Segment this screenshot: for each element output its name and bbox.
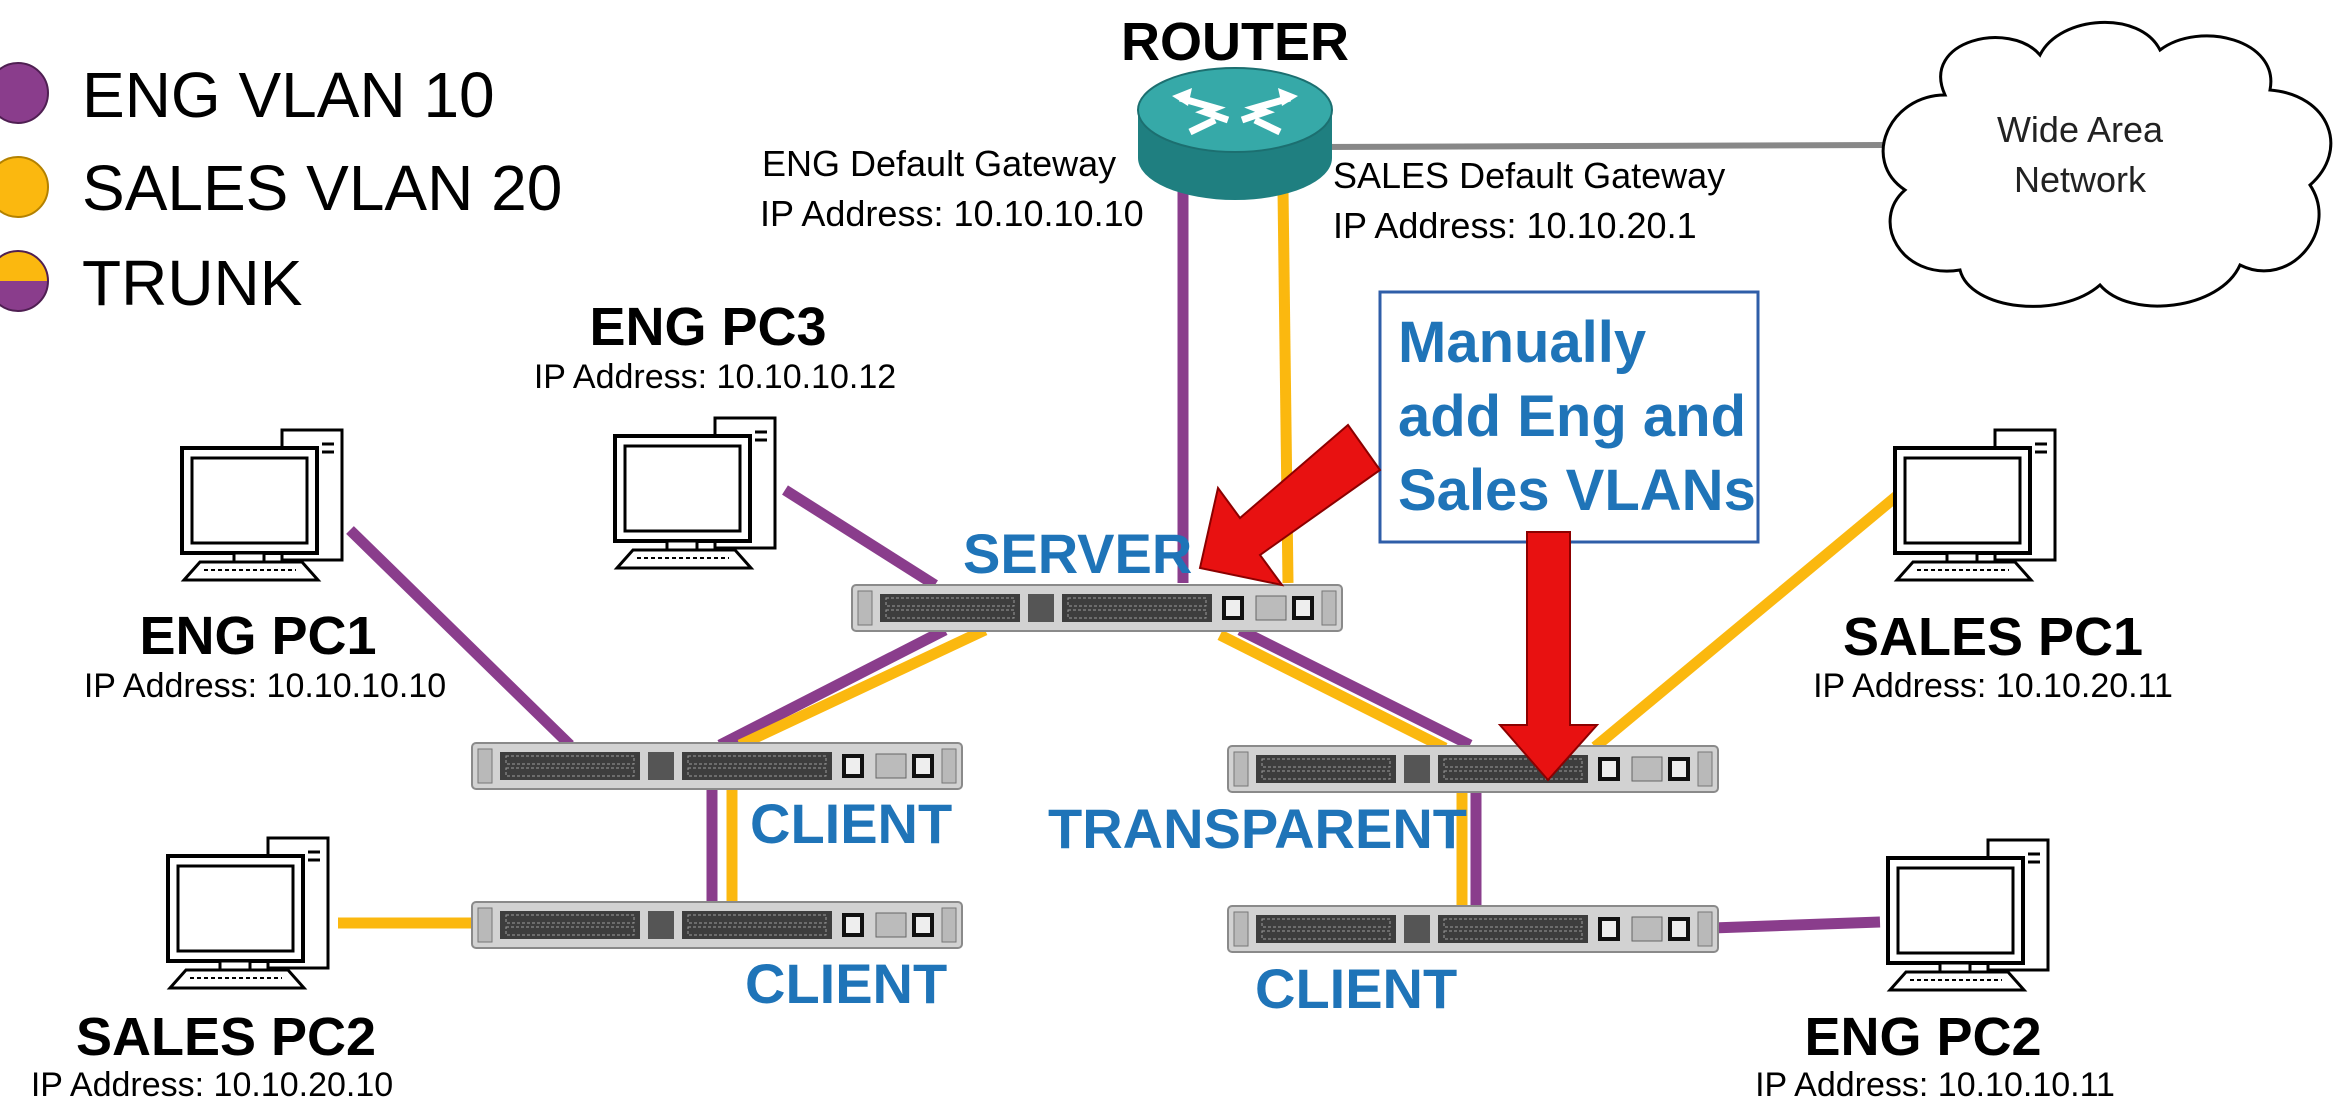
sales-gateway-label: SALES Default Gateway — [1333, 155, 1725, 196]
router-icon — [1137, 67, 1333, 200]
sales-pc1-icon — [1893, 428, 2057, 582]
sales-pc1-name: SALES PC1 — [1843, 607, 2143, 667]
sales-gateway-ip: IP Address: 10.10.20.1 — [1333, 205, 1697, 246]
client-left-bottom-switch-icon — [471, 901, 963, 949]
legend-trunk-label: TRUNK — [82, 247, 302, 319]
role-client-right: CLIENT — [1255, 957, 1457, 1020]
callout-arrow-to-server — [1198, 423, 1382, 587]
legend-eng-label: ENG VLAN 10 — [82, 59, 495, 131]
server-clientL-sales-link — [737, 625, 988, 750]
role-transparent: TRANSPARENT — [1048, 797, 1467, 860]
router-title: ROUTER — [1121, 12, 1349, 72]
eng-pc2-icon — [1886, 838, 2050, 992]
legend-sales-label: SALES VLAN 20 — [82, 152, 562, 224]
eng-gateway-ip: IP Address: 10.10.10.10 — [760, 193, 1144, 234]
eng-pc1-icon — [180, 428, 344, 582]
callout-arrow-to-transparent — [1497, 531, 1600, 782]
router-wan-link — [1314, 142, 1886, 150]
pc1-clientL-link — [346, 526, 574, 749]
eng-pc2-ip: IP Address: 10.10.10.11 — [1755, 1066, 2115, 1101]
role-client-left-bottom: CLIENT — [745, 952, 947, 1015]
network-links — [338, 142, 1902, 934]
eng-pc3-ip: IP Address: 10.10.10.12 — [534, 358, 896, 396]
sales-pc2-icon — [166, 836, 330, 990]
sales-pc1-ip: IP Address: 10.10.20.11 — [1813, 667, 2173, 705]
wan-cloud-icon — [1881, 21, 2333, 308]
server-transparent-sales-link — [1217, 630, 1448, 753]
client-right-switch-icon — [1227, 905, 1719, 953]
legend: ENG VLAN 10 SALES VLAN 20 TRUNK — [0, 59, 562, 319]
eng-pc1-name: ENG PC1 — [139, 606, 376, 666]
callout-line1: Manually — [1398, 310, 1646, 375]
client-left-top-switch-icon — [471, 742, 963, 790]
eng-pc1-ip: IP Address: 10.10.10.10 — [84, 667, 446, 705]
eng-gateway-label: ENG Default Gateway — [762, 143, 1116, 184]
legend-sales-swatch — [0, 156, 49, 218]
wan-label-line1: Wide Area — [1997, 109, 2164, 150]
server-switch-icon — [851, 584, 1343, 632]
server-transparent-eng-link — [1237, 625, 1473, 750]
callout-line2: add Eng and — [1398, 384, 1746, 449]
legend-trunk-swatch — [0, 250, 49, 312]
legend-eng-swatch — [0, 62, 49, 124]
sales-pc2-ip: IP Address: 10.10.20.10 — [31, 1066, 393, 1101]
salespc1-transparent-link — [1591, 490, 1902, 752]
engpc2-clientR-link — [1711, 916, 1881, 934]
sales-pc2-name: SALES PC2 — [76, 1007, 376, 1067]
wan-label-line2: Network — [2014, 159, 2147, 200]
transparent-switch-icon — [1227, 745, 1719, 793]
role-client-left-top: CLIENT — [750, 792, 952, 855]
server-clientL-eng-link — [717, 625, 948, 750]
callout-box — [1378, 290, 1760, 544]
eng-pc2-name: ENG PC2 — [1804, 1007, 2041, 1067]
eng-pc3-name: ENG PC3 — [589, 297, 826, 357]
role-server: SERVER — [963, 522, 1192, 585]
eng-pc3-icon — [613, 416, 777, 570]
pc3-server-link — [782, 485, 938, 590]
callout-line3: Sales VLANs — [1398, 458, 1756, 523]
